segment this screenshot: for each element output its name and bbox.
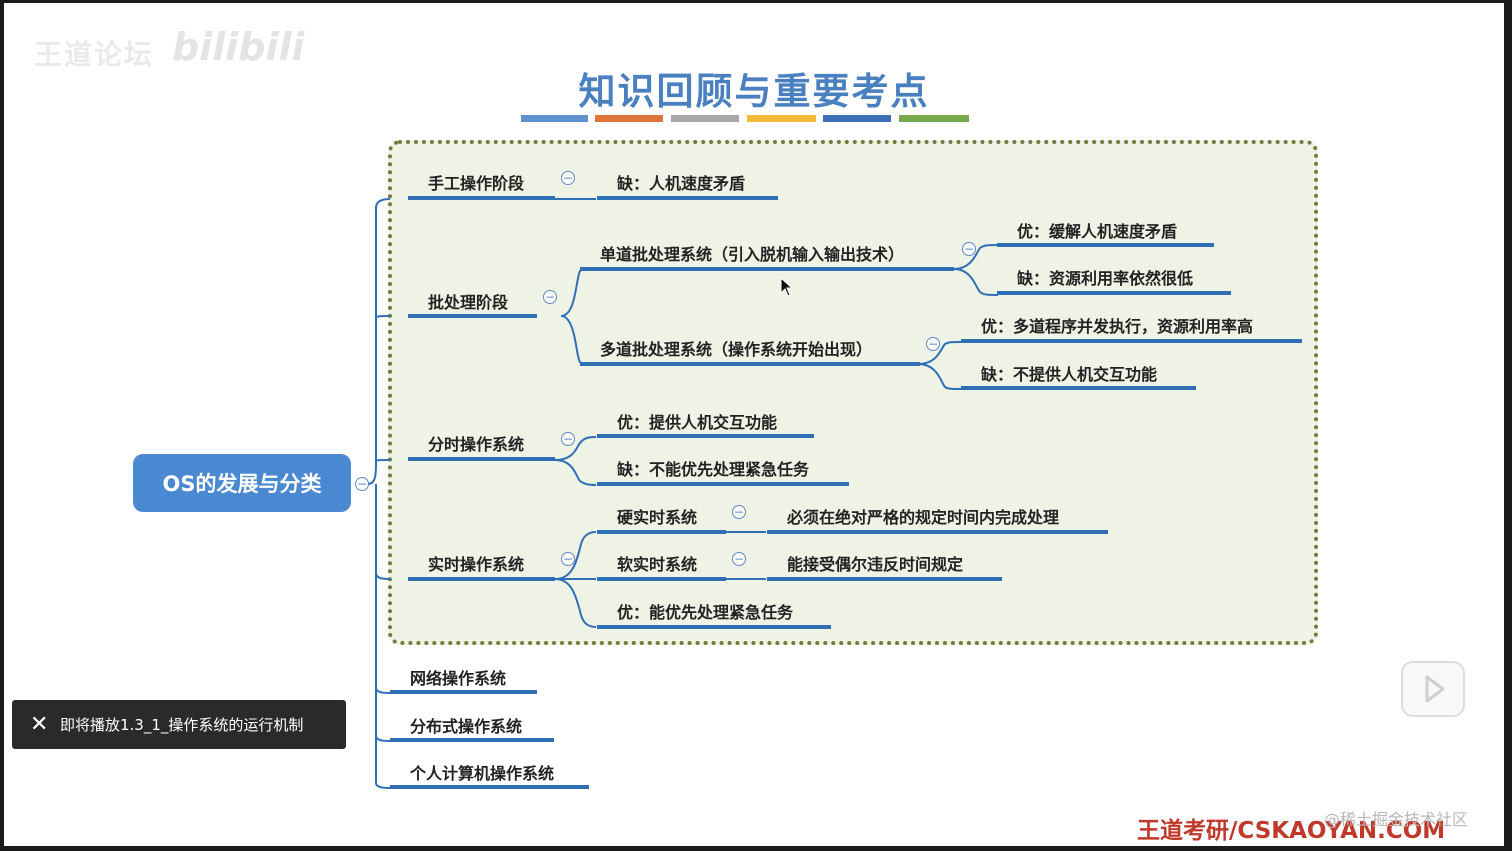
hard-realtime-collapse-icon[interactable]: − — [732, 505, 746, 519]
title-underline-bar-4 — [747, 115, 816, 122]
node-timeshare-pro-underline — [597, 434, 814, 438]
node-hard-realtime[interactable]: 硬实时系统 — [617, 508, 698, 527]
node-soft-realtime-underline — [597, 577, 726, 581]
root-node[interactable]: OS的发展与分类 — [133, 454, 351, 512]
close-icon[interactable]: ✕ — [30, 712, 49, 737]
title-underline-bar-1 — [521, 115, 588, 122]
node-multi-batch[interactable]: 多道批处理系统（操作系统开始出现） — [600, 340, 873, 359]
title-underline-bar-5 — [823, 115, 891, 122]
node-timeshare-pro[interactable]: 优：提供人机交互功能 — [617, 413, 778, 432]
node-personal-os-underline — [390, 785, 589, 789]
node-manual-drawback[interactable]: 缺：人机速度矛盾 — [617, 174, 746, 193]
node-realtime-underline — [408, 577, 555, 581]
play-button[interactable] — [1401, 661, 1465, 717]
node-realtime-pro[interactable]: 优：能优先处理紧急任务 — [617, 603, 794, 622]
node-personal-os[interactable]: 个人计算机操作系统 — [410, 764, 555, 783]
node-hard-realtime-detail[interactable]: 必须在绝对严格的规定时间内完成处理 — [787, 508, 1060, 527]
node-multi-batch-underline — [580, 362, 920, 366]
slide-stage: 王道论坛 bilibili 知识回顾与重要考点 — [4, 3, 1504, 846]
soft-realtime-collapse-icon[interactable]: − — [732, 552, 746, 566]
community-watermark: @稀土掘金技术社区 — [1324, 810, 1469, 829]
node-realtime-pro-underline — [597, 625, 831, 629]
node-distributed-os[interactable]: 分布式操作系统 — [410, 717, 523, 736]
next-video-toast[interactable]: ✕ 即将播放1.3_1_操作系统的运行机制 — [12, 700, 346, 749]
next-video-text: 即将播放1.3_1_操作系统的运行机制 — [60, 716, 304, 734]
node-manual-stage-underline — [408, 196, 555, 200]
node-single-pro[interactable]: 优：缓解人机速度矛盾 — [1017, 222, 1178, 241]
brand-watermark: 王道论坛 — [34, 38, 155, 71]
node-network-os[interactable]: 网络操作系统 — [410, 669, 507, 688]
title-underline-bar-2 — [595, 115, 663, 122]
node-batch-stage-underline — [408, 314, 537, 318]
single-batch-collapse-icon[interactable]: − — [962, 242, 976, 256]
node-single-con[interactable]: 缺：资源利用率依然很低 — [1017, 269, 1194, 288]
node-multi-pro-underline — [961, 339, 1302, 343]
node-hard-realtime-underline — [597, 530, 726, 534]
node-soft-realtime-detail[interactable]: 能接受偶尔违反时间规定 — [787, 555, 964, 574]
multi-batch-collapse-icon[interactable]: − — [926, 337, 940, 351]
footer-brand: 王道考研/CSKAOYAN.COM — [1137, 818, 1446, 844]
play-icon — [1425, 675, 1445, 703]
node-timeshare-con-underline — [597, 482, 849, 486]
mouse-cursor-icon — [780, 277, 794, 297]
node-manual-stage[interactable]: 手工操作阶段 — [428, 174, 525, 193]
node-single-con-underline — [997, 291, 1231, 295]
node-multi-con[interactable]: 缺：不提供人机交互功能 — [981, 365, 1158, 384]
manual-collapse-icon[interactable]: − — [561, 171, 575, 185]
node-single-batch[interactable]: 单道批处理系统（引入脱机输入输出技术） — [600, 245, 905, 264]
node-single-batch-underline — [580, 267, 954, 271]
node-soft-realtime-detail-underline — [767, 577, 1002, 581]
bilibili-watermark: bilibili — [172, 25, 305, 69]
timeshare-collapse-icon[interactable]: − — [561, 432, 575, 446]
node-multi-con-underline — [961, 386, 1196, 390]
node-batch-stage[interactable]: 批处理阶段 — [428, 293, 509, 312]
root-collapse-icon[interactable]: − — [355, 477, 369, 491]
batch-collapse-icon[interactable]: − — [543, 290, 557, 304]
node-soft-realtime[interactable]: 软实时系统 — [617, 555, 698, 574]
node-hard-realtime-detail-underline — [767, 530, 1108, 534]
node-multi-pro[interactable]: 优：多道程序并发执行，资源利用率高 — [981, 317, 1254, 336]
node-single-pro-underline — [997, 243, 1214, 247]
page-title: 知识回顾与重要考点 — [578, 70, 930, 113]
title-underline-bar-3 — [671, 115, 739, 122]
node-realtime[interactable]: 实时操作系统 — [428, 555, 525, 574]
realtime-collapse-icon[interactable]: − — [561, 552, 575, 566]
node-manual-drawback-underline — [597, 196, 778, 200]
node-distributed-os-underline — [390, 738, 554, 742]
title-underline-bar-6 — [899, 115, 969, 122]
node-timeshare-con[interactable]: 缺：不能优先处理紧急任务 — [617, 460, 810, 479]
node-timeshare[interactable]: 分时操作系统 — [428, 435, 525, 454]
node-network-os-underline — [390, 690, 537, 694]
node-timeshare-underline — [408, 457, 555, 461]
